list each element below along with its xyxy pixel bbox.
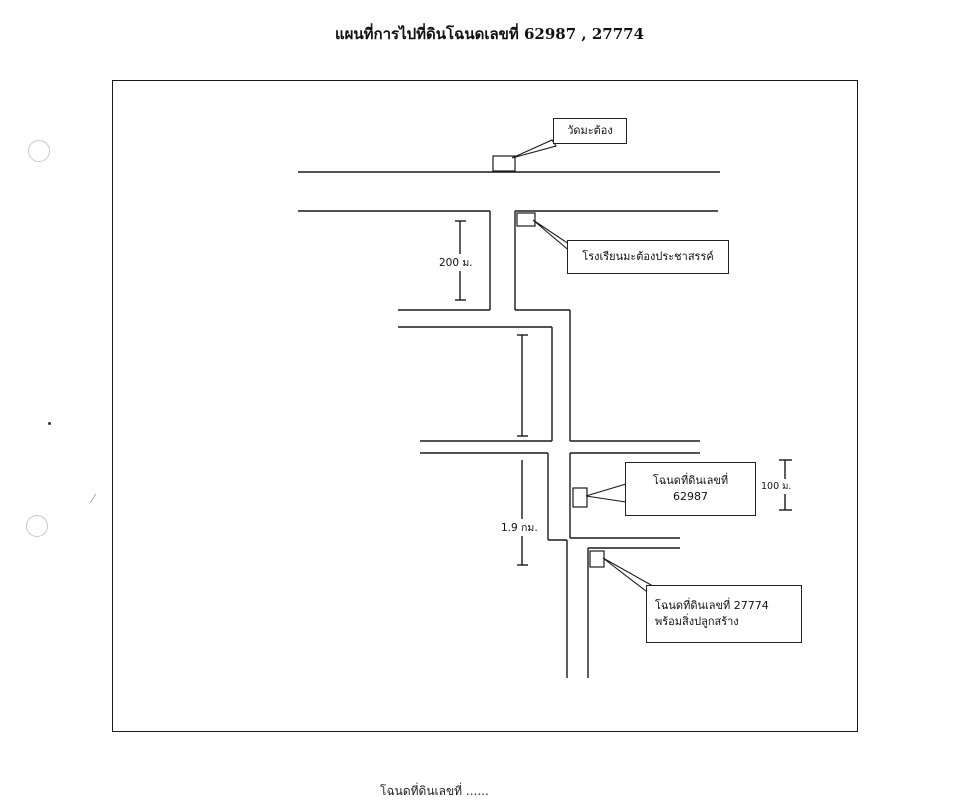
temple-callout: วัดมะต้อง — [553, 118, 627, 144]
plot-62987-callout-pointer — [585, 483, 627, 503]
footer-caption: โฉนดที่ดินเลขที่ ...... — [380, 784, 489, 798]
plot-27774-label-line2: พร้อมสิ่งปลูกสร้าง — [655, 615, 739, 628]
temple-label: วัดมะต้อง — [567, 123, 613, 137]
plot-27774-callout: โฉนดที่ดินเลขที่ 27774 พร้อมสิ่งปลูกสร้า… — [646, 585, 802, 643]
school-label: โรงเรียนมะต้องประชาสรรค์ — [582, 249, 714, 263]
school-marker — [516, 212, 536, 227]
distance-100m-label: 100 ม. — [760, 479, 793, 494]
temple-marker — [492, 155, 516, 172]
plot-62987-marker — [572, 487, 588, 508]
plot-27774-label-line1: โฉนดที่ดินเลขที่ 27774 — [655, 598, 769, 612]
page-title: แผนที่การไปที่ดินโฉนดเลขที่ 62987 , 2777… — [334, 25, 645, 43]
school-callout: โรงเรียนมะต้องประชาสรรค์ — [567, 240, 729, 274]
binder-hole-top — [28, 140, 50, 162]
plot-62987-label-line2: 62987 — [673, 490, 708, 503]
temple-callout-pointer — [511, 139, 557, 159]
scan-mark: ⁄ — [92, 492, 95, 506]
map-frame — [112, 80, 858, 732]
scan-speck — [48, 422, 51, 425]
distance-19km-label: 1.9 กม. — [500, 519, 539, 536]
distance-200m-label: 200 ม. — [438, 254, 474, 271]
binder-hole-bottom — [26, 515, 48, 537]
plot-62987-label-line1: โฉนดที่ดินเลขที่ — [652, 473, 729, 487]
plot-62987-callout: โฉนดที่ดินเลขที่ 62987 — [625, 462, 756, 516]
plot-27774-marker — [589, 550, 605, 568]
